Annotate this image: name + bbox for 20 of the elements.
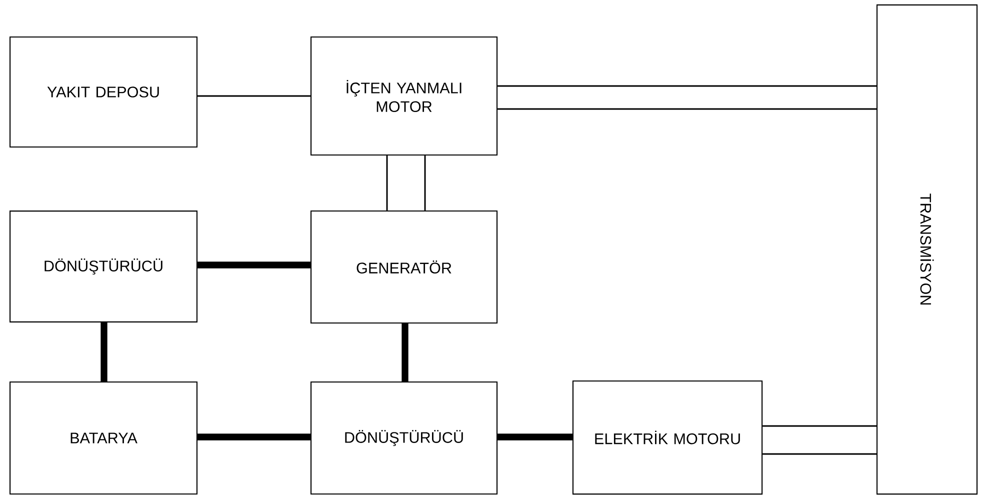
connector-line <box>762 425 876 427</box>
connector-line <box>100 322 108 382</box>
block-box: GENERATÖR <box>310 210 498 324</box>
block-box: TRANSMİSYON <box>876 4 978 495</box>
connector-line <box>198 434 310 440</box>
connector-line <box>762 453 876 455</box>
connector-line <box>498 108 876 110</box>
connector-line <box>386 156 388 210</box>
block-box: BATARYA <box>10 381 198 495</box>
block-box: İÇTEN YANMALI MOTOR <box>310 36 498 156</box>
block-box: DÖNÜŞTÜRÜCÜ <box>10 210 198 322</box>
block-box: YAKIT DEPOSU <box>10 36 198 148</box>
connector-line <box>198 262 310 268</box>
connector-line <box>402 324 408 382</box>
connector-line <box>498 85 876 87</box>
connector-line <box>198 95 310 97</box>
connector-line <box>498 434 572 440</box>
block-box: ELEKTRİK MOTORU <box>572 380 763 495</box>
block-box: DÖNÜŞTÜRÜCÜ <box>310 381 498 495</box>
connector-line <box>424 156 426 210</box>
